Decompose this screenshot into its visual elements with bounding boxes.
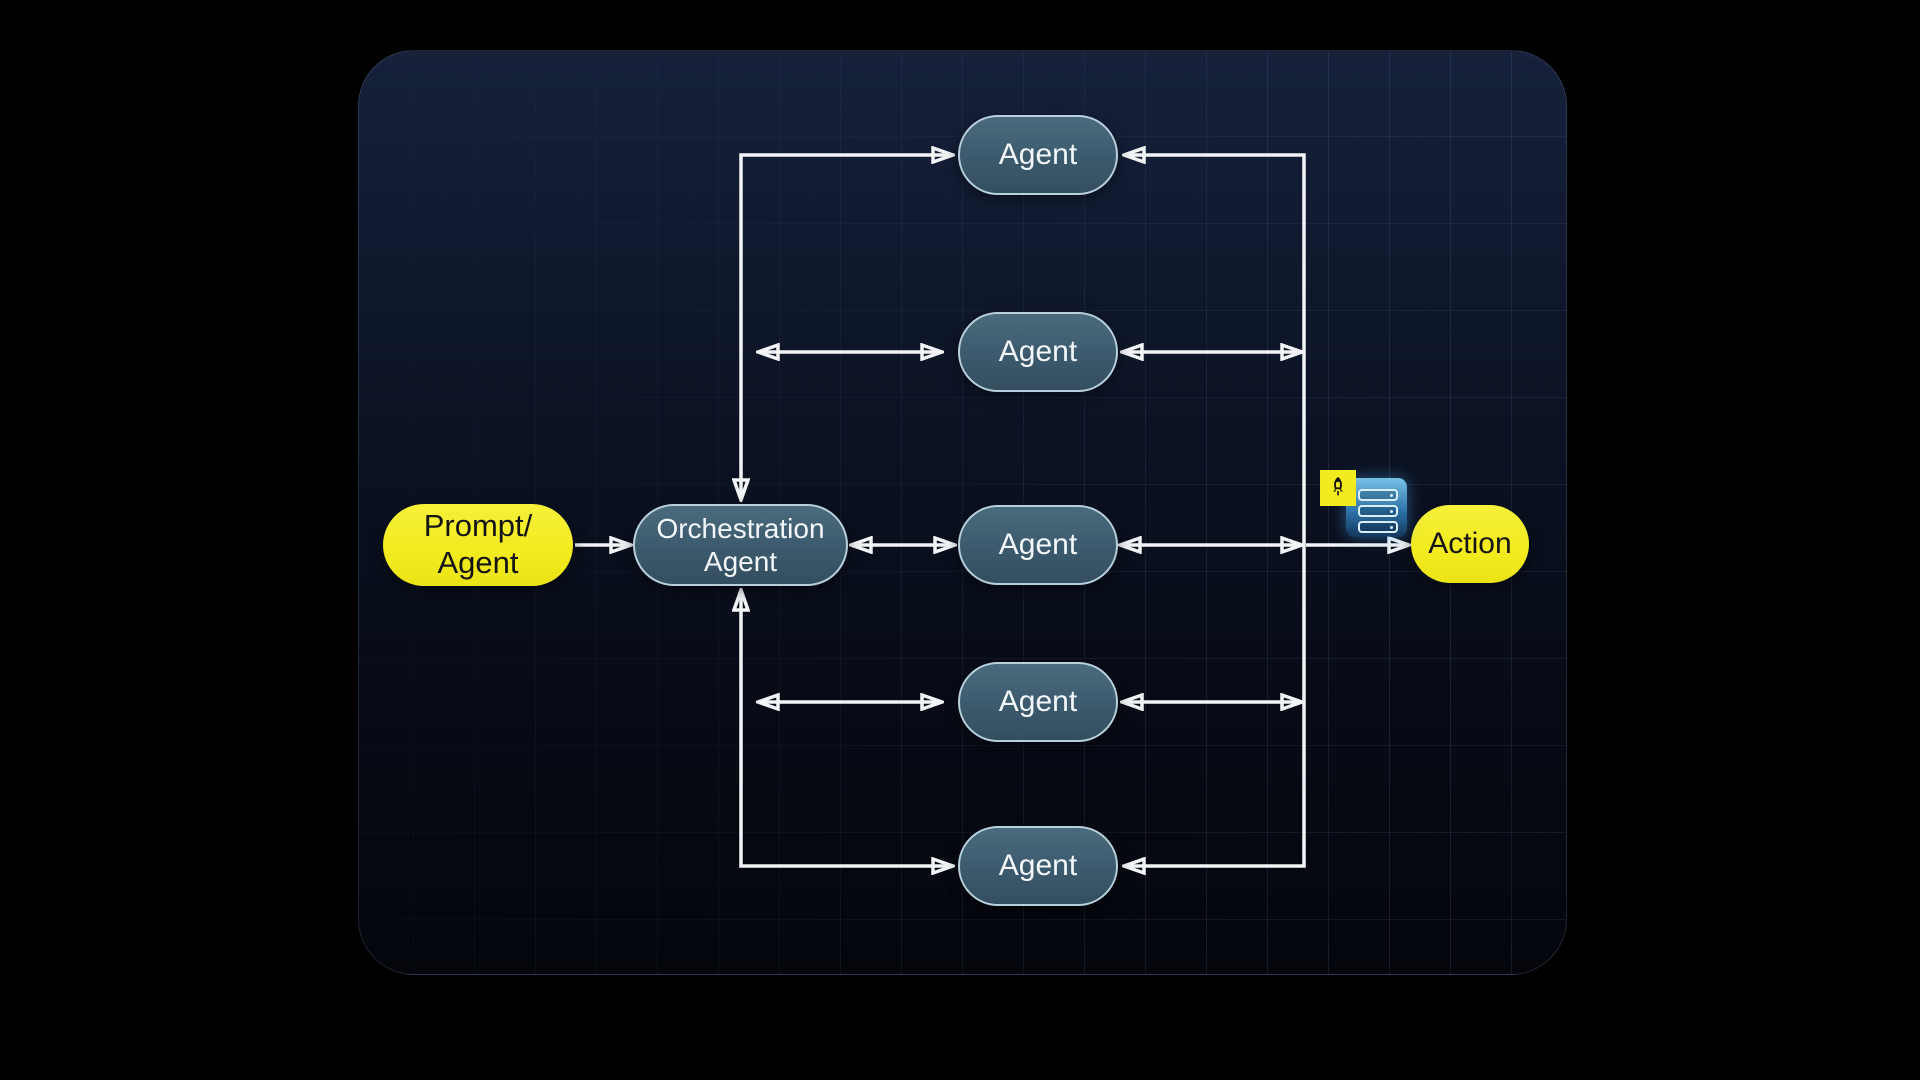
node-agent-3: Agent — [958, 505, 1118, 585]
node-agent-2: Agent — [958, 312, 1118, 392]
node-agent-1-label: Agent — [998, 138, 1078, 172]
node-orchestration-agent: Orchestration Agent — [633, 504, 848, 586]
node-orchestration-agent-label: Orchestration Agent — [656, 512, 825, 577]
node-agent-4-label: Agent — [998, 685, 1078, 719]
server-row — [1358, 505, 1398, 517]
node-action-label: Action — [1428, 527, 1512, 561]
server-stack-icon — [1346, 478, 1407, 537]
node-agent-5: Agent — [958, 826, 1118, 906]
rocket-launch-icon — [1320, 470, 1356, 506]
server-row — [1358, 489, 1398, 501]
node-agent-3-label: Agent — [998, 528, 1078, 562]
node-prompt-agent: Prompt/ Agent — [383, 504, 573, 586]
node-agent-4: Agent — [958, 662, 1118, 742]
node-agent-1: Agent — [958, 115, 1118, 195]
node-prompt-agent-label: Prompt/ Agent — [423, 508, 533, 580]
rocket-glyph — [1333, 477, 1343, 496]
server-row — [1358, 521, 1398, 533]
server-rows — [1358, 489, 1398, 533]
node-action: Action — [1411, 505, 1529, 583]
server-row-dot — [1389, 509, 1393, 513]
server-row-dot — [1389, 525, 1393, 529]
node-agent-2-label: Agent — [998, 335, 1078, 369]
node-agent-5-label: Agent — [998, 849, 1078, 883]
server-row-dot — [1389, 493, 1393, 497]
